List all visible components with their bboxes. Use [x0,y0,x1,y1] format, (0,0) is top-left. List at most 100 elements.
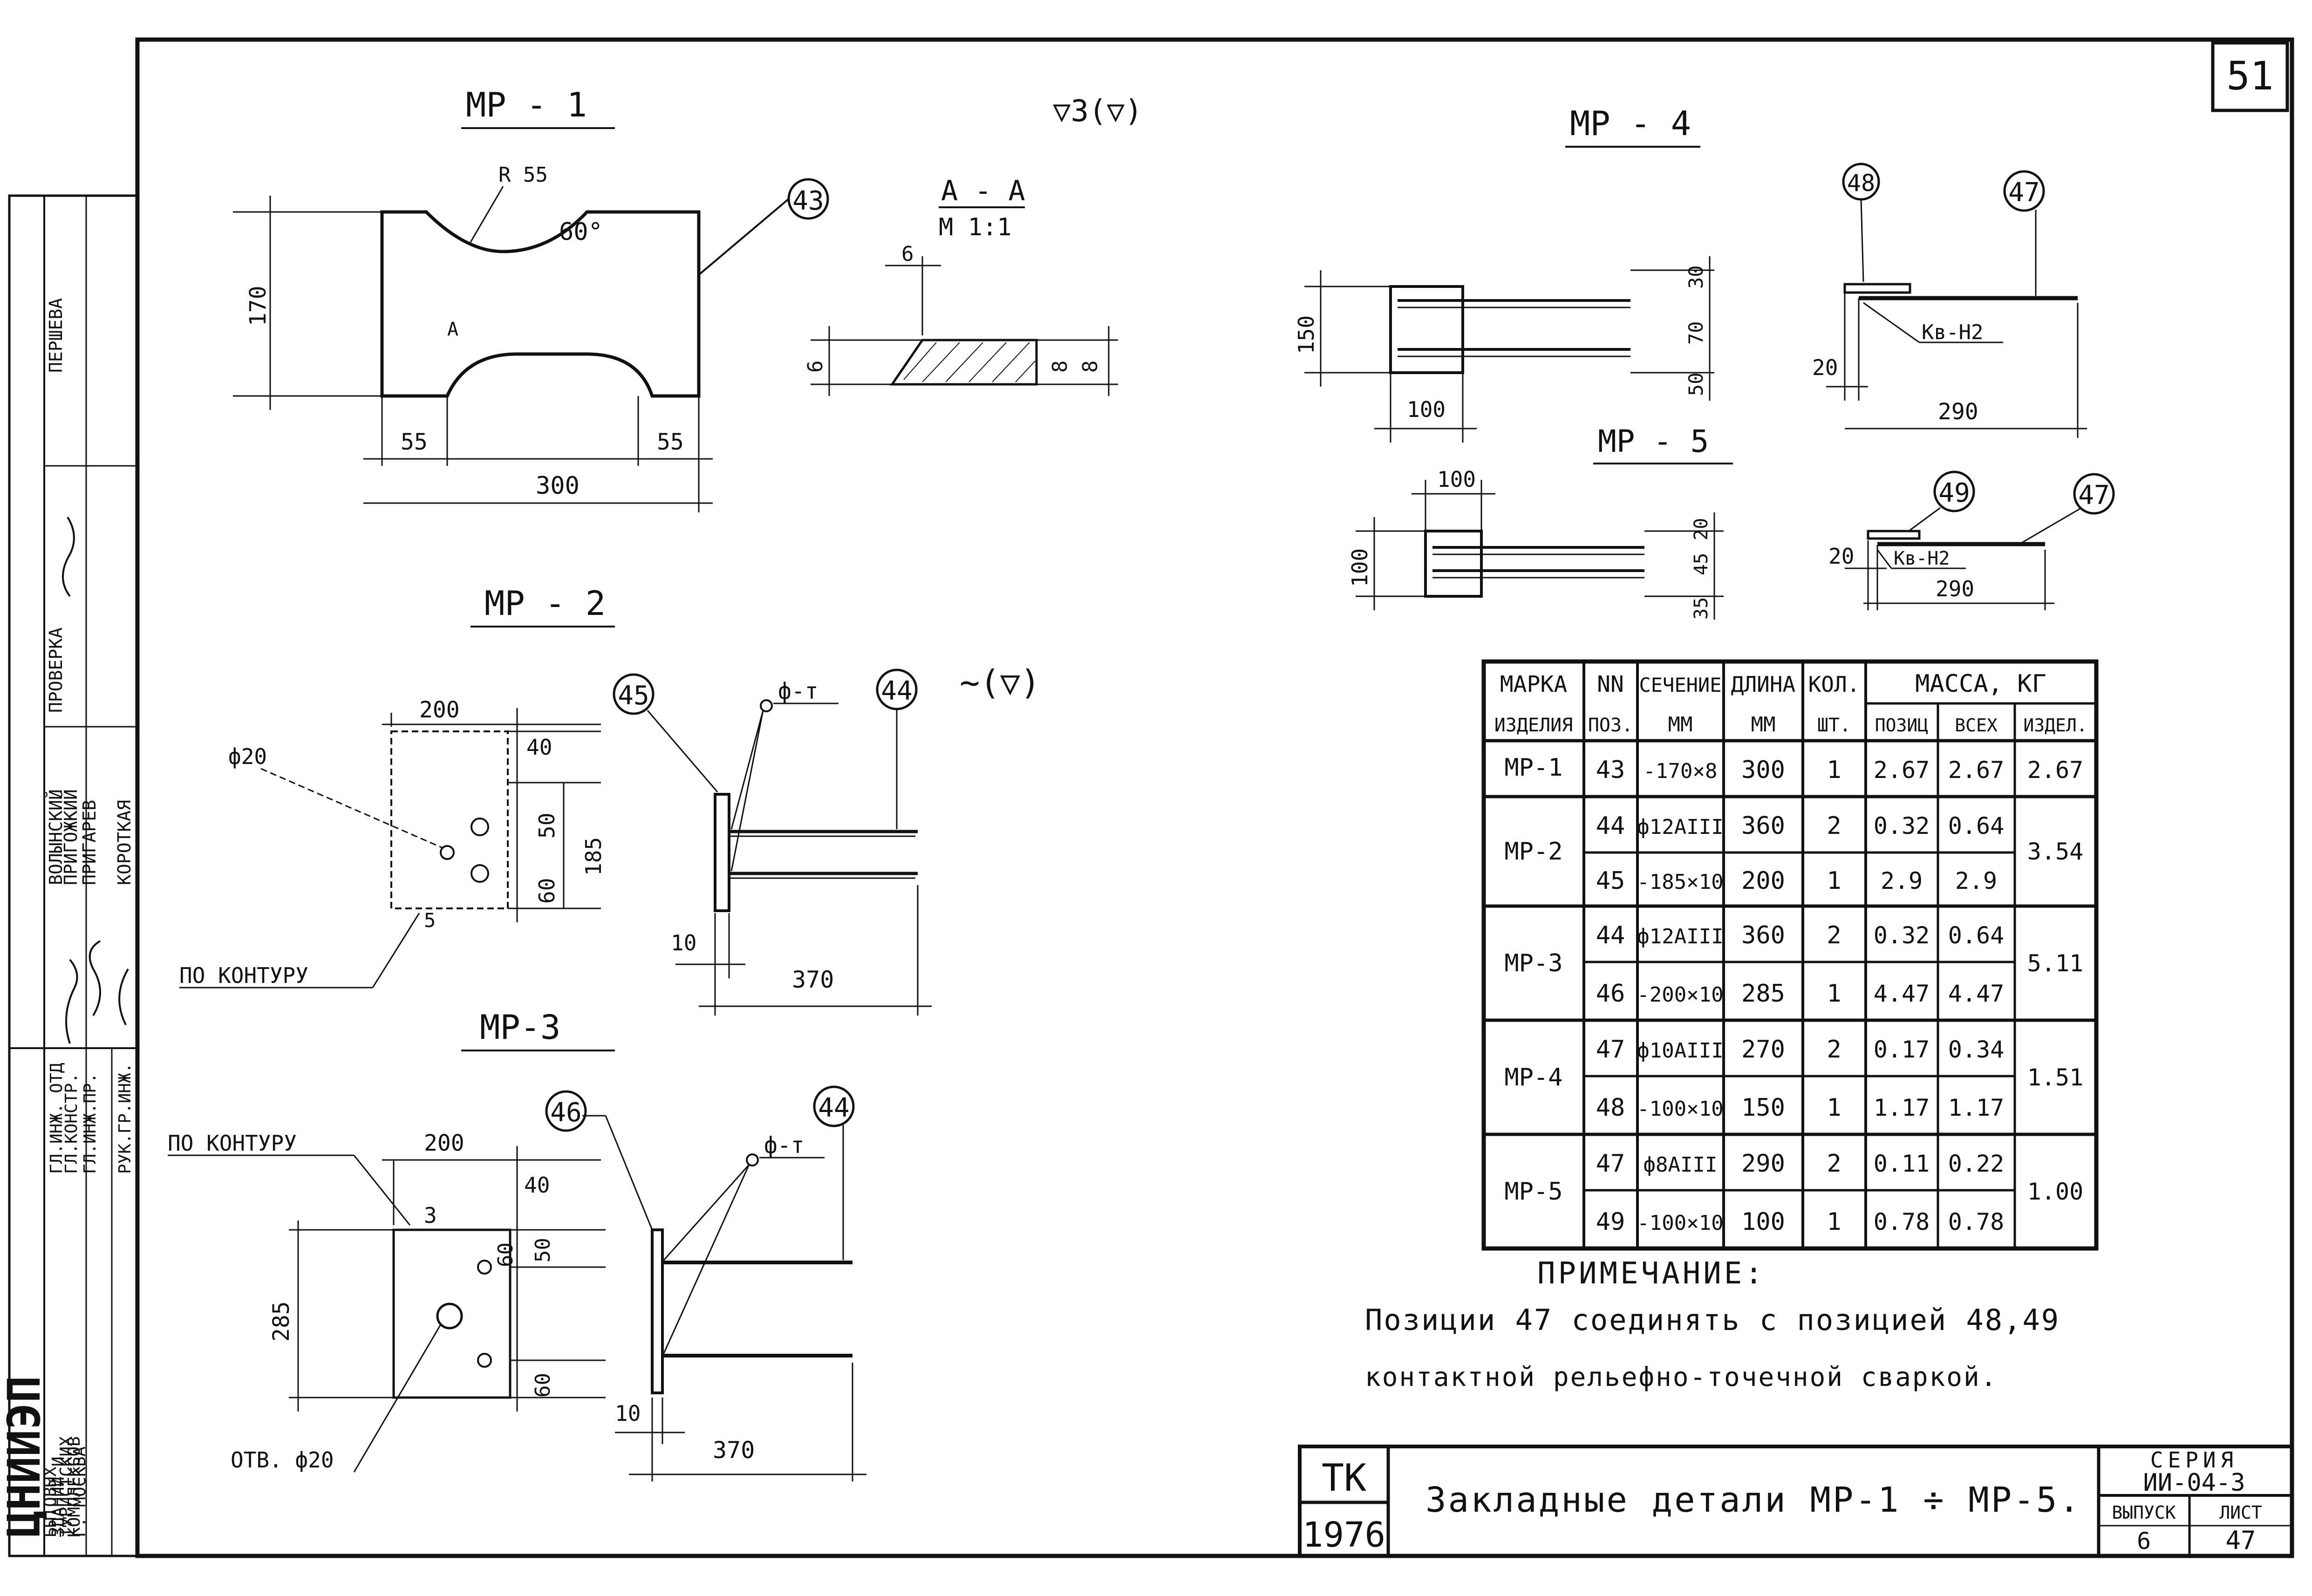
tb-code-bottom: 1976 [1303,1515,1385,1555]
spec-table: МАРКА NN СЕЧЕНИЕ ДЛИНА КОЛ. МАССА, КГ ИЗ… [1481,659,2099,1251]
mp5-dim-100a: 100 [1437,467,1476,492]
row-mp3b-mass-pos: 4.47 [1874,980,1930,1007]
row-mp2a-section: ф12АIII [1637,815,1723,839]
row-mp3a-mass-pos: 0.32 [1874,922,1930,949]
row-mp2b-qty: 1 [1827,867,1841,895]
th2-length: ММ [1751,713,1776,737]
th-length: ДЛИНА [1731,672,1795,697]
row-mp5a-length: 290 [1741,1150,1785,1178]
row-mp1-section: -170×8 [1644,759,1718,783]
row-mp4b-length: 150 [1741,1094,1785,1122]
mp1-sec-dim-6a: 6 [901,242,914,266]
row-mp4-mark: МР-4 [1504,1064,1562,1091]
mp4-title: МР - 4 [1570,104,1691,143]
row-mp5a-section: ф8АIII [1644,1153,1718,1177]
mp2-dim-40: 40 [526,735,552,760]
mp2-weld-label: ф-т [778,678,818,704]
mp1-section-scale: М 1:1 [939,213,1012,241]
row-mp2b-length: 200 [1741,867,1785,895]
mp5-dim-45: 45 [1691,553,1712,575]
mp5-weld-label: Кв-Н2 [1894,548,1950,569]
row-mp3-mark: МР-3 [1504,949,1562,977]
mp2-title: МР - 2 [484,584,606,623]
row-mp5a-mass-all: 0.22 [1948,1150,2004,1177]
mp4-dim-20: 20 [1812,355,1838,380]
mp3-dim-370: 370 [713,1437,755,1464]
mp1-section-title: А - А [941,175,1025,207]
org-line-5: Г. МОСКВА [70,1446,89,1537]
row-mp2a-pos: 44 [1596,812,1625,840]
page-number: 51 [2226,53,2273,99]
mp4-callout-48: 48 [1847,170,1875,197]
mp5-callout-49: 49 [1938,478,1970,508]
th-mark: МАРКА [1500,671,1568,697]
roughness-note-top: ▽3(▽) [1053,94,1143,129]
mp1-dim-300: 300 [536,472,580,500]
row-mp2a-mass-pos: 0.32 [1874,812,1930,839]
mp1-drawing: МР - 1 43 R 55 60° А 55 55 300 170 А - А… [233,85,1118,512]
mp4-dim-290: 290 [1938,399,1978,425]
row-mp2a-qty: 2 [1827,812,1841,840]
tb-sheet-label: ЛИСТ [2219,1502,2262,1523]
mp3-weld-mark: 3 [424,1203,437,1228]
note-line-2: контактной рельефно-точечной сваркой. [1365,1362,1998,1392]
mp1-dim-170: 170 [245,286,271,326]
mp5-dim-35: 35 [1691,597,1712,620]
th-pos: NN [1597,671,1624,697]
mp5-title: МР - 5 [1598,423,1709,459]
mp1-sec-dim-8a: 8 [1048,361,1072,373]
signature [62,516,129,1044]
row-mp2b-pos: 45 [1596,867,1625,895]
th2-qty: ШТ. [1817,715,1851,736]
role-4: РУК.ГР.ИНЖ. [116,1063,135,1174]
mp1-cut-mark: А [447,319,458,340]
row-mp3a-mass-all: 0.64 [1948,922,2004,949]
row-mp1-qty: 1 [1827,756,1841,784]
row-mp4a-mass-all: 0.34 [1948,1036,2004,1063]
row-mp2b-mass-all: 2.9 [1955,867,1997,894]
org-line-1: БЫТОВЫХ [41,1466,60,1537]
mp3-drawing: МР-3 ПО КОНТУРУ 3 200 40 60 50 60 285 ОТ… [168,1008,866,1481]
mp2-callout-44: 44 [881,676,912,706]
row-mp5b-qty: 1 [1827,1208,1841,1236]
mp2-dim-200: 200 [419,697,460,723]
mp3-weld-label: ф-т [764,1132,805,1159]
row-mp4b-qty: 1 [1827,1094,1841,1122]
mp1-dim-55b: 55 [657,429,684,455]
row-mp4b-pos: 48 [1596,1094,1625,1122]
note: ПРИМЕЧАНИЕ: Позиции 47 соединять с позиц… [1365,1256,2059,1392]
mp1-dim-55a: 55 [401,429,428,455]
mp5-drawing: МР - 5 100 100 20 45 35 49 47 Кв-Н2 [1347,423,2115,620]
th2-section: ММ [1668,713,1693,737]
mp5-dim-100b: 100 [1347,548,1372,587]
mp1-callout: 43 [792,186,824,216]
tb-sheet-value: 47 [2225,1526,2256,1555]
row-mp5a-qty: 2 [1827,1150,1841,1178]
row-mp5b-mass-all: 0.78 [1948,1208,2004,1235]
mp2-contour-label: ПО КОНТУРУ [179,963,308,988]
mp4-dim-100: 100 [1407,397,1446,422]
row-mp3b-section: -200×10 [1637,983,1723,1007]
mp3-callout-46: 46 [550,1098,581,1128]
tb-series-value: ИИ-04-3 [2143,1469,2245,1497]
mp1-angle: 60° [559,218,603,246]
row-mp2-total: 3.54 [2027,838,2083,865]
mp2-dim-370: 370 [792,966,834,993]
mp4-weld-label: Кв-Н2 [1922,321,1983,344]
row-mp3b-mass-all: 4.47 [1948,980,2004,1007]
row-mp3b-length: 285 [1741,980,1785,1008]
row-mp2a-mass-all: 0.64 [1948,812,2004,839]
title-block: ТК 1976 Закладные детали МР-1 ÷ МР-5. СЕ… [1298,1445,2294,1558]
row-mp1-mark: МР-1 [1504,754,1562,782]
tb-issue-value: 6 [2137,1528,2151,1555]
row-mp5a-mass-pos: 0.11 [1874,1150,1930,1177]
tb-series-label: СЕРИЯ [2150,1447,2238,1473]
row-mp1-pos: 43 [1596,756,1625,784]
row-mp5b-length: 100 [1741,1208,1785,1236]
name-2: ПРИГОЖКИЙ [61,789,81,885]
row-mp4a-pos: 47 [1596,1036,1625,1064]
mp2-dim-50: 50 [534,813,559,839]
tb-code-top: ТК [1322,1456,1366,1500]
mp2-dim-60: 60 [534,878,559,904]
